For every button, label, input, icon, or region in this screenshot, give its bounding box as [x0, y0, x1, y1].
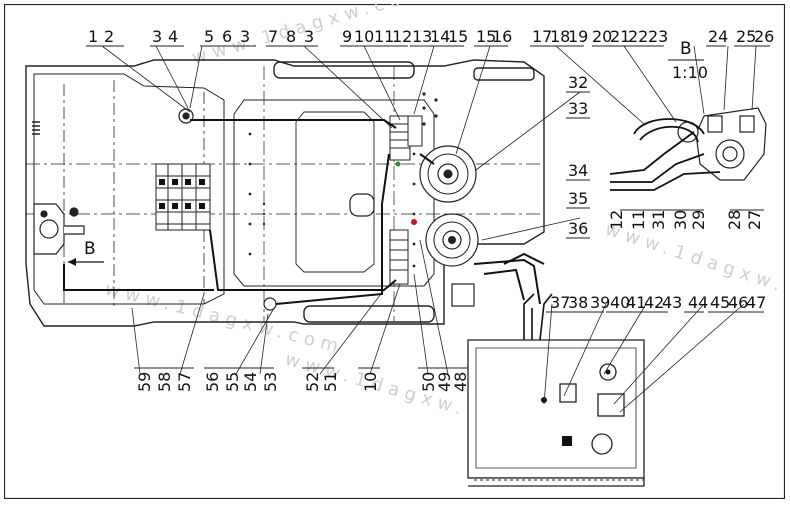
part-label: 32	[568, 73, 588, 92]
leader-lines	[101, 45, 757, 413]
brake-valve-assembly	[33, 203, 85, 255]
part-label: 10	[361, 372, 380, 392]
part-label: 48	[451, 372, 470, 392]
label-underlines	[86, 45, 770, 369]
border	[3, 3, 786, 500]
green-indicator	[395, 161, 401, 167]
filter-unit	[263, 283, 475, 311]
detail-scale: 1:10	[672, 63, 708, 82]
red-indicator	[411, 219, 417, 225]
part-label: 56	[203, 372, 222, 392]
part-label: 31	[649, 210, 668, 230]
valve-ports	[159, 179, 205, 209]
part-label: 49	[435, 372, 454, 392]
part-label: 33	[568, 99, 588, 118]
part-label: 19	[568, 27, 588, 46]
part-label: 25	[736, 27, 756, 46]
part-label: 30	[671, 210, 690, 230]
small-cylinder-center	[349, 193, 375, 217]
part-label: 17	[532, 27, 552, 46]
part-label: 43	[662, 293, 682, 312]
part-label: 15	[476, 27, 496, 46]
drawing-frame: www.1dagxw.com www.1dagxw.com www.1dagxw…	[3, 0, 790, 500]
part-label: 15	[448, 27, 468, 46]
part-label: 5	[204, 27, 214, 46]
part-label: 26	[754, 27, 774, 46]
part-label: 44	[688, 293, 708, 312]
part-label: 12	[607, 210, 626, 230]
part-label: 40	[610, 293, 630, 312]
bolt-holes	[248, 92, 438, 268]
part-label: 21	[610, 27, 630, 46]
part-label: 46	[728, 293, 748, 312]
part-label: 39	[590, 293, 610, 312]
part-label: 29	[689, 210, 708, 230]
part-label: 3	[152, 27, 162, 46]
hydraulic-layout-drawing: www.1dagxw.com www.1dagxw.com www.1dagxw…	[3, 0, 790, 500]
part-label: 11	[629, 210, 648, 230]
part-label: 20	[592, 27, 612, 46]
part-label: 59	[135, 372, 154, 392]
vehicle-frame	[25, 59, 545, 327]
part-label: 10	[354, 27, 374, 46]
multi-way-valve	[155, 163, 211, 231]
part-label: 9	[342, 27, 352, 46]
part-label: 52	[303, 372, 322, 392]
detail-letter: B	[680, 39, 692, 59]
part-label: 57	[175, 372, 194, 392]
part-label: 24	[708, 27, 728, 46]
part-label: 6	[222, 27, 232, 46]
part-label: 2	[104, 27, 114, 46]
view-arrow-b: B	[68, 239, 104, 266]
center-valve-stack	[389, 115, 423, 285]
part-label: 27	[745, 210, 764, 230]
part-label: 36	[568, 219, 588, 238]
steering-unit	[178, 108, 194, 124]
part-label: 55	[223, 372, 242, 392]
part-label: 12	[392, 27, 412, 46]
hydraulic-tank	[467, 293, 645, 487]
part-label: 18	[550, 27, 570, 46]
part-label: 50	[419, 372, 438, 392]
part-label: 47	[746, 293, 766, 312]
part-label: 14	[430, 27, 450, 46]
part-label: 58	[155, 372, 174, 392]
part-label: 41	[626, 293, 646, 312]
part-label: 34	[568, 161, 588, 180]
part-label: 28	[725, 210, 744, 230]
hydraulic-hoses	[63, 119, 545, 305]
part-label: 38	[568, 293, 588, 312]
part-label: 22	[628, 27, 648, 46]
part-label: 16	[492, 27, 512, 46]
part-label: 4	[168, 27, 178, 46]
part-label: 23	[648, 27, 668, 46]
part-label: 45	[710, 293, 730, 312]
part-label: 35	[568, 189, 588, 208]
part-label: 3	[304, 27, 314, 46]
part-label: 54	[241, 372, 260, 392]
part-label: 53	[261, 372, 280, 392]
part-label: 7	[268, 27, 278, 46]
part-label: 51	[321, 372, 340, 392]
hydraulic-pump-upper	[419, 145, 477, 203]
part-label: 37	[550, 293, 570, 312]
part-label: 3	[240, 27, 250, 46]
hydraulic-pump-lower	[425, 213, 479, 267]
part-label: 13	[412, 27, 432, 46]
part-label: 8	[286, 27, 296, 46]
detail-view-b: B 1:10	[609, 39, 767, 191]
part-label: 1	[88, 27, 98, 46]
part-label: 42	[644, 293, 664, 312]
view-marker-b: B	[84, 239, 96, 259]
part-label: 11	[374, 27, 394, 46]
